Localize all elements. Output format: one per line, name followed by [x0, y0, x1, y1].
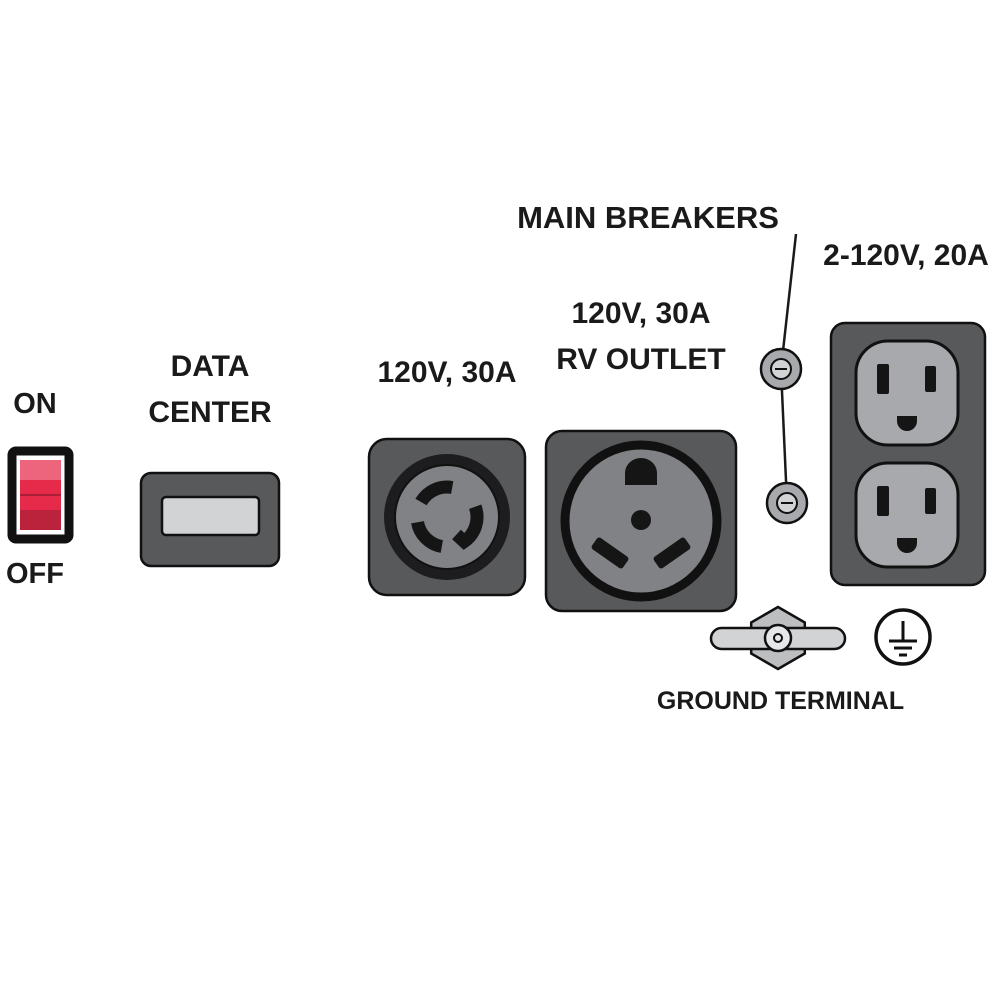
main-breaker-bottom-icon [765, 481, 809, 525]
ground-terminal-label: GROUND TERMINAL [656, 687, 905, 715]
ground-symbol-icon [874, 608, 932, 666]
twistlock-slot [415, 480, 454, 506]
rv-center-hole [631, 510, 651, 530]
rv-outlet-icon [544, 429, 738, 613]
rv-slot-right [653, 537, 691, 569]
rv-outlet-label: 120V, 30A RV OUTLET [535, 291, 747, 383]
data-center-label: DATA CENTER [120, 344, 300, 436]
main-breakers-label: MAIN BREAKERS [517, 200, 779, 235]
duplex-outlet-icon [829, 321, 987, 587]
twistlock-outlet-icon [367, 437, 527, 597]
twistlock-slot-ground [452, 504, 484, 550]
data-center-label-line1: DATA [170, 350, 250, 383]
switch-off-label: OFF [6, 558, 64, 590]
main-breaker-top-icon [759, 347, 803, 391]
data-center-label-line2: CENTER [148, 396, 272, 429]
rv-outlet-label-line1: 120V, 30A [571, 297, 711, 330]
duplex-outlet-label: 2-120V, 20A [823, 239, 989, 272]
rv-slot-left [591, 537, 629, 569]
switch-on-label: ON [13, 388, 57, 420]
twistlock-outlet-label: 120V, 30A [377, 356, 517, 389]
rv-outlet-label-line2: RV OUTLET [556, 343, 726, 376]
power-rocker-switch-icon [7, 446, 74, 544]
ground-terminal-icon [709, 605, 847, 671]
twistlock-slot [411, 520, 444, 553]
rv-slot-ground [625, 458, 657, 485]
data-center-display-icon [139, 471, 281, 568]
